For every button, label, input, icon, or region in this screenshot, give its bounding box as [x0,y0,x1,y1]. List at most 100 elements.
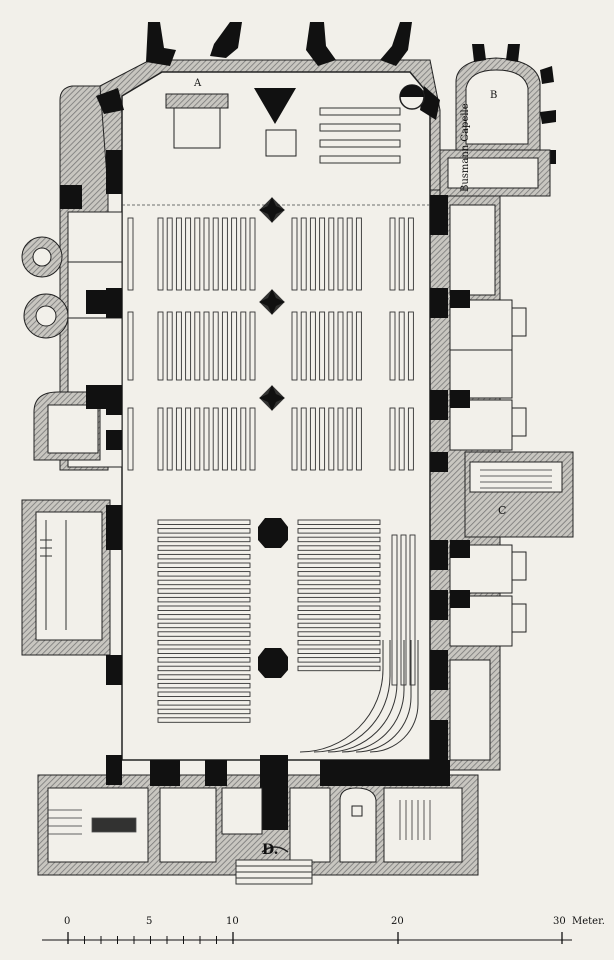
scale-tick-0: 0 [64,916,70,927]
pew [157,536,251,543]
pew [127,311,134,381]
pew [231,311,238,381]
pew [157,708,251,715]
pew [355,217,362,291]
label-room-c: C [498,504,506,517]
pew [185,311,192,381]
pew [157,571,251,577]
label-room-d: D. [262,842,279,858]
scale-unit: Meter. [572,916,605,927]
pew [309,311,316,381]
pew [297,631,381,637]
pew [175,311,182,381]
pew [194,311,201,381]
right-chapels [449,204,563,761]
pew [157,217,164,291]
pew [389,217,396,291]
curved-pew [355,640,412,753]
pew [300,217,307,291]
pew [212,311,219,381]
pew [297,614,381,620]
pew [297,596,381,603]
pew [297,553,381,560]
pew [398,217,405,291]
pew [297,545,381,551]
pew [157,682,251,689]
pew [231,407,238,471]
pew [337,407,344,471]
pew [389,311,396,381]
pew [409,534,416,686]
pew [297,588,381,594]
curved-pew [299,640,384,753]
pew [389,407,396,471]
pew [309,217,316,291]
pew [157,311,164,381]
pew [157,605,251,611]
scale-tick-30: 30 [553,916,566,927]
pew [157,596,251,603]
pew [240,407,247,471]
pew [249,311,256,381]
pew [157,579,251,586]
pew [166,217,173,291]
label-room-a: A [193,78,202,89]
pew [203,407,210,471]
pew [297,665,381,672]
chancel [122,84,430,206]
pew [297,579,381,586]
pew [157,614,251,620]
scale-tick-5: 5 [146,916,152,927]
pew [297,562,381,568]
pew [157,717,251,723]
pew [249,407,256,471]
pew [300,311,307,381]
pew [157,519,251,525]
pew [291,217,298,291]
pew [157,553,251,560]
label-room-b: B [490,90,497,101]
pew [391,534,398,686]
pew [175,217,182,291]
pew [297,605,381,611]
pew [346,407,353,471]
pew [297,648,381,654]
pew [157,622,251,629]
pew [328,217,335,291]
pew [212,217,219,291]
pew [398,311,405,381]
busmann-chapel [439,44,556,197]
pew [175,407,182,471]
pew [157,657,251,663]
curved-pew [369,640,419,753]
pew [221,311,228,381]
pew [166,407,173,471]
pew-rows [127,217,416,723]
pew [157,562,251,568]
pew [319,407,326,471]
pew [297,622,381,629]
curved-pew [313,640,391,753]
pew [157,674,251,680]
pew [407,407,414,471]
pew [240,217,247,291]
pew [300,407,307,471]
pew [328,407,335,471]
pew [346,217,353,291]
pew [297,528,381,534]
scale-bar: 0 5 10 20 30 Meter. [42,916,605,944]
apse-buttresses [96,22,440,120]
pew [231,217,238,291]
pew [240,311,247,381]
pew [297,571,381,577]
pew [203,311,210,381]
pew [127,407,134,471]
pew [291,407,298,471]
pew [291,311,298,381]
pew [297,536,381,543]
pew [309,407,316,471]
curved-pews [299,640,419,753]
curved-pew [341,640,405,753]
pew [157,631,251,637]
